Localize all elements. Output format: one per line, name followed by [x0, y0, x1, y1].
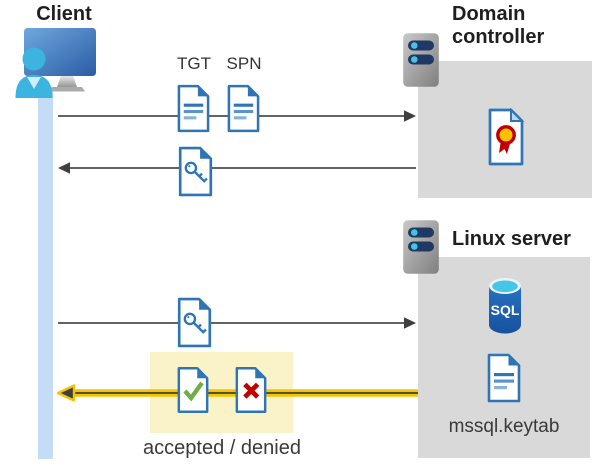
tgt-label: TGT: [177, 54, 211, 73]
keytab-label: mssql.keytab: [448, 416, 560, 437]
spn-label: SPN: [226, 54, 262, 73]
client-user-monitor-icon: [12, 26, 104, 98]
result-label: accepted / denied: [143, 437, 301, 459]
certificate-icon: [487, 108, 525, 166]
accepted-document-icon: [176, 366, 210, 414]
sql-icon-label: SQL: [491, 302, 520, 318]
domain-controller-title: Domain controller: [452, 3, 545, 48]
client-label: Client: [36, 3, 92, 25]
linux-server-server-icon: [402, 219, 440, 275]
tgt-document-icon: [176, 84, 211, 133]
spn-document-icon: [226, 84, 261, 133]
arrow-dc-to-client: [58, 162, 416, 174]
sql-database-icon: SQL: [489, 278, 521, 334]
denied-document-icon: [234, 366, 268, 414]
key-document-icon-dc: [177, 146, 214, 197]
client-lifeline: [38, 90, 53, 459]
domain-controller-server-icon: [402, 32, 440, 88]
key-document-icon-linux: [176, 297, 213, 348]
arrow-client-to-linux: [58, 317, 416, 329]
keytab-document-icon: [486, 353, 522, 403]
linux-server-title: Linux server: [452, 228, 571, 250]
